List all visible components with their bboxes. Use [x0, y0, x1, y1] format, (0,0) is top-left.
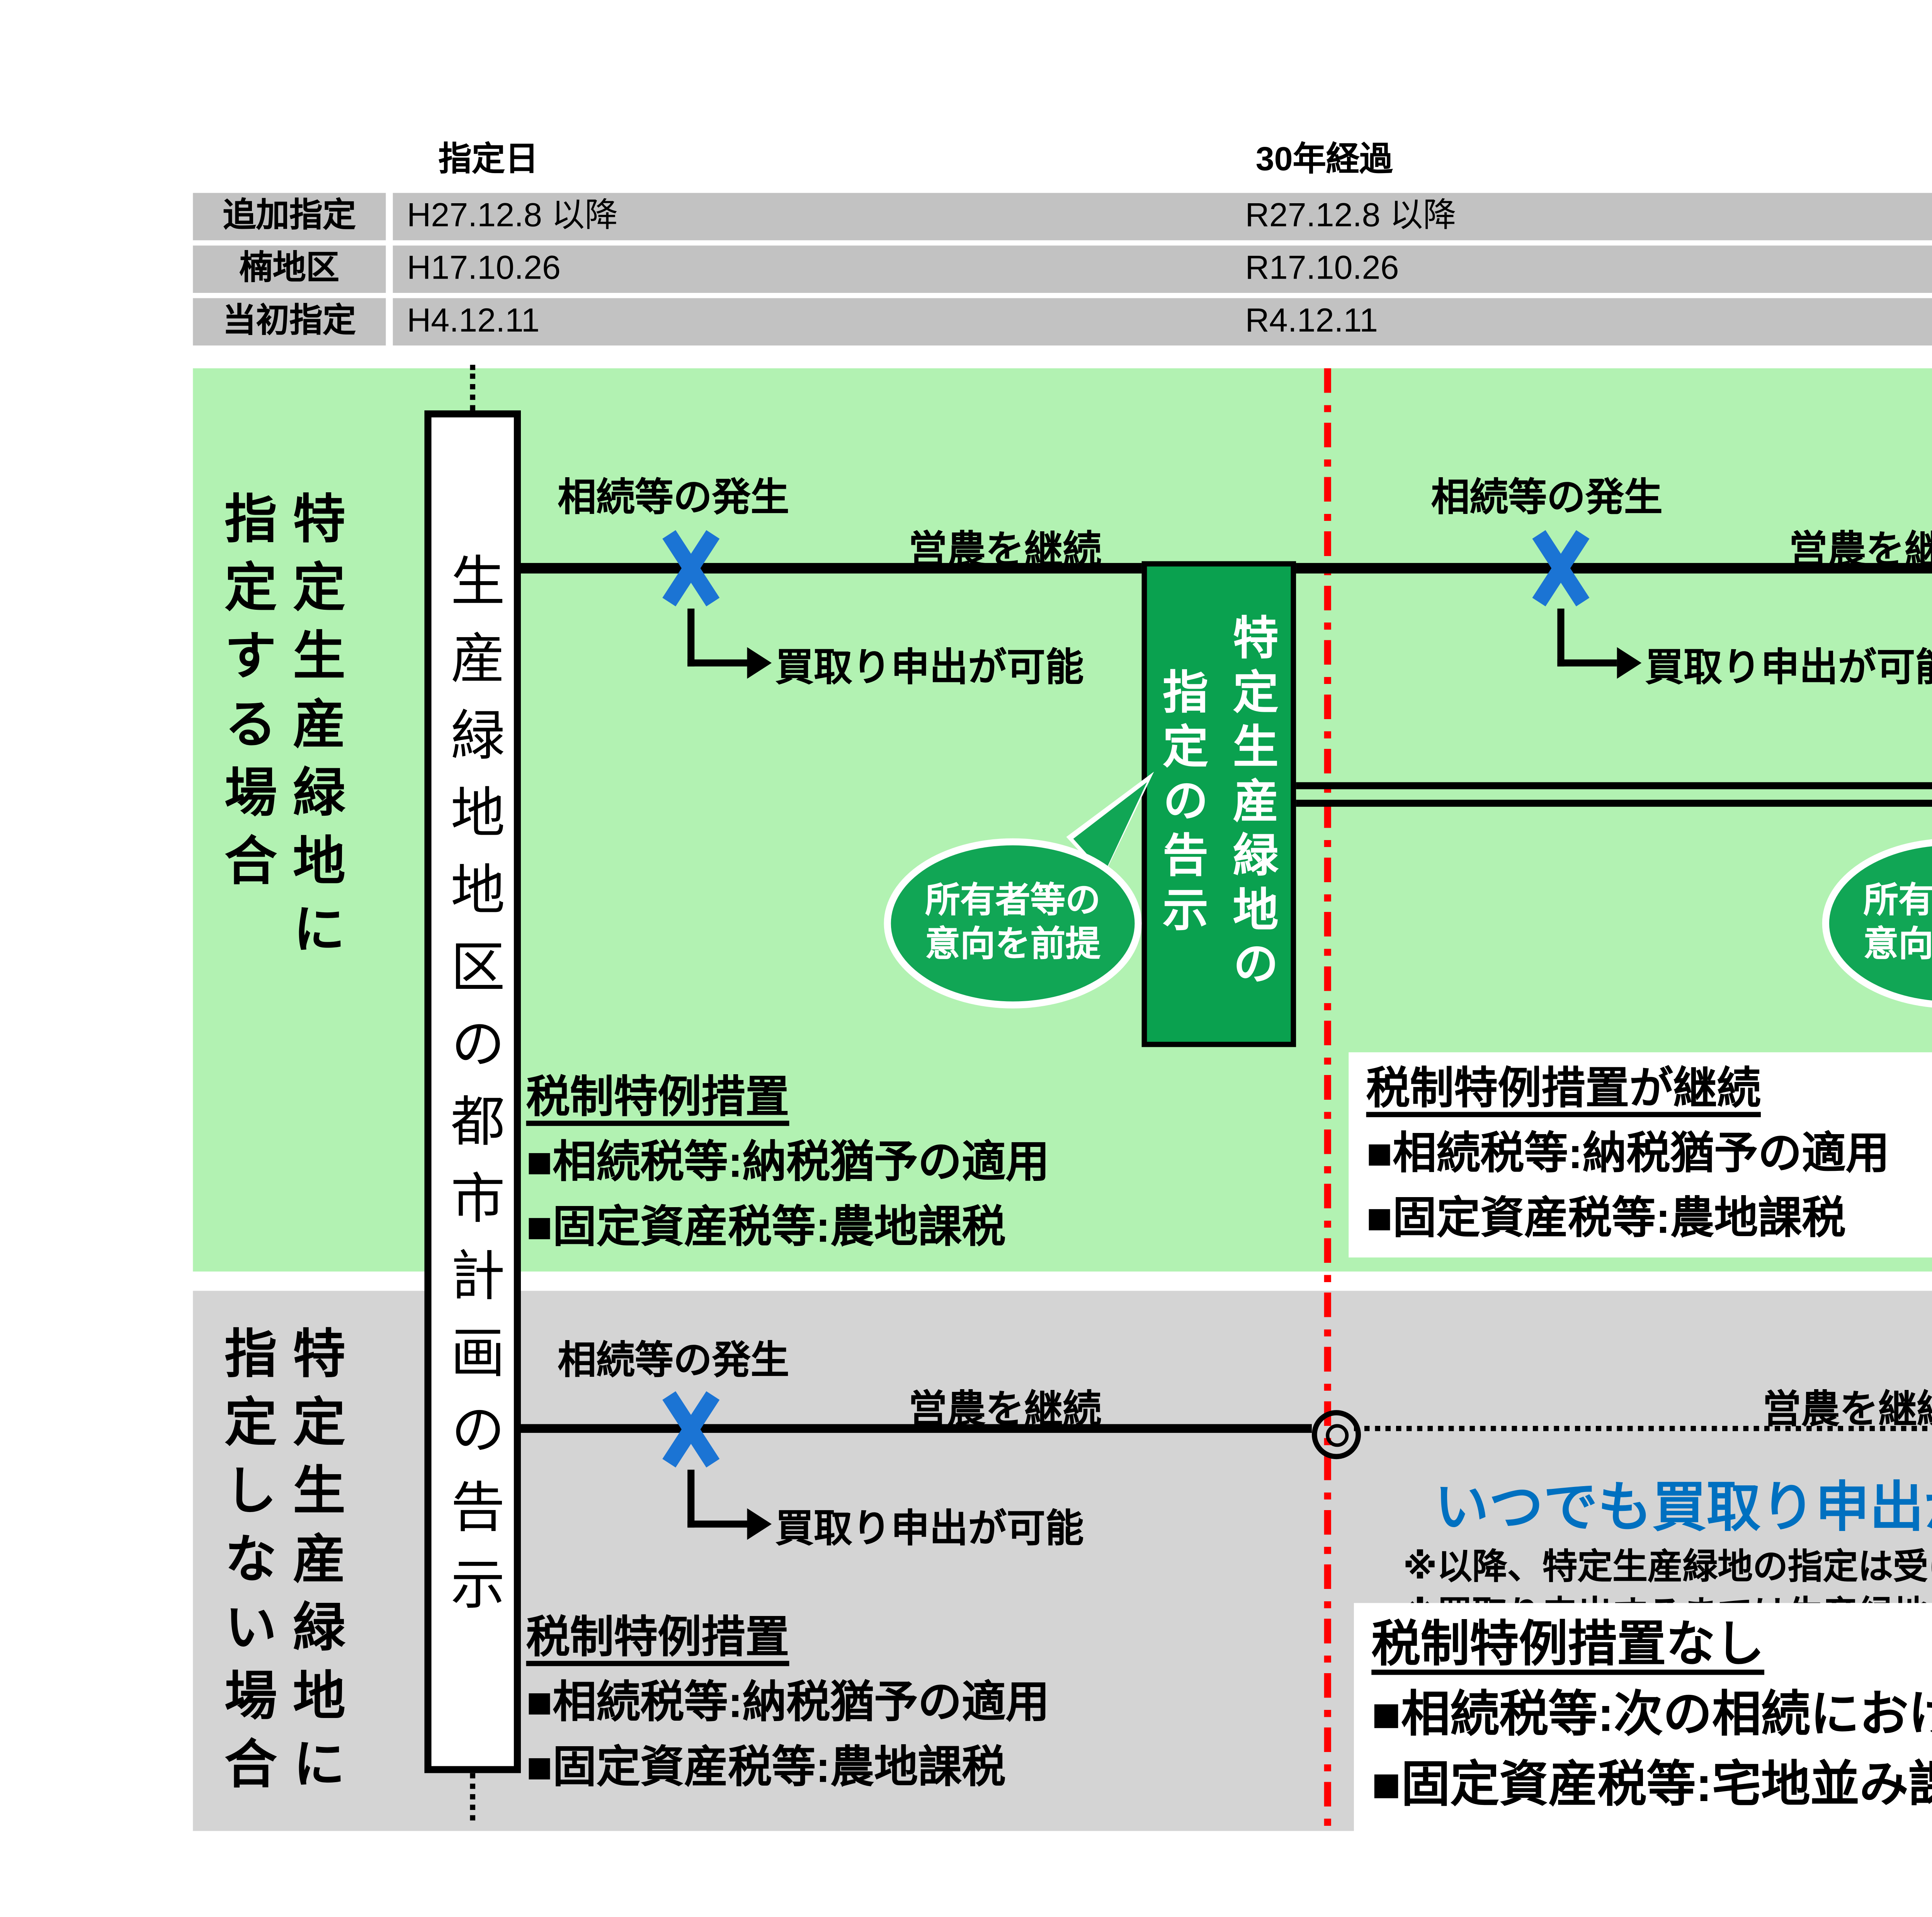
- table-row-kusu: 楠地区 H17.10.26 R17.10.26 R27.10.26: [193, 245, 1932, 293]
- tax-title: 税制特例措置が継続: [1366, 1064, 1761, 1114]
- tax-block-top-right: 税制特例措置が継続 ■相続税等:納税猶予の適用 ■固定資産税等:農地課税: [1349, 1052, 1932, 1258]
- table-row-additional: 追加指定 H27.12.8 以降 R27.12.8 以降 R37.12.8 以降: [193, 193, 1932, 240]
- red-guideline-30y: [1324, 368, 1331, 1831]
- inheritance-label: 相続等の発生: [558, 475, 789, 519]
- elbow-arrow-horizontal: [1557, 659, 1617, 667]
- date-cell: R27.12.8 以降: [1245, 198, 1456, 235]
- tax-title: 税制特例措置: [526, 1073, 789, 1123]
- date-cell: H17.10.26: [406, 251, 561, 288]
- dotted-extension-top: [470, 365, 475, 411]
- row-label: 当初指定: [193, 298, 386, 346]
- inheritance-x-icon: [662, 528, 720, 609]
- bubble-line1: 所有者等の: [1863, 881, 1932, 920]
- dotted-extension-bottom: [470, 1773, 475, 1821]
- date-cell: R4.12.11: [1245, 303, 1378, 340]
- row-label: 追加指定: [193, 193, 386, 240]
- date-cell: H4.12.11: [406, 303, 540, 340]
- scenario-label-not-designate: 特定生産緑地に指定しない場合: [216, 1326, 342, 1805]
- elbow-arrowhead-icon: [747, 647, 772, 679]
- extension-double-line-lower: [1296, 799, 1932, 807]
- header-30-years: 30年経過: [1255, 142, 1393, 179]
- tax-item: ■固定資産税等:農地課税: [1366, 1194, 1846, 1243]
- double-circle-icon: [1311, 1410, 1361, 1459]
- elbow-arrowhead-icon: [747, 1508, 772, 1540]
- header-designation-date: 指定日: [438, 142, 539, 179]
- elbow-arrow-vertical: [687, 608, 695, 667]
- row-label: 楠地区: [193, 245, 386, 293]
- tax-item: ■相続税等:納税猶予の適用: [526, 1678, 1050, 1728]
- buyout-offer-label: 買取り申出が可能: [1645, 645, 1932, 689]
- elbow-arrow-horizontal: [687, 659, 747, 667]
- tax-title: 税制特例措置: [526, 1613, 789, 1663]
- tax-item: ■固定資産税等:農地課税: [526, 1743, 1006, 1793]
- bottom-dotted-line: [1354, 1425, 1932, 1431]
- tax-item: ■相続税等:次の相続における納税猶予の適用なし: [1371, 1687, 1932, 1742]
- tax-title: 税制特例措置なし: [1371, 1617, 1765, 1672]
- bubble-line2: 意向を前提: [1863, 925, 1932, 964]
- row-band: H27.12.8 以降 R27.12.8 以降 R37.12.8 以降: [393, 193, 1932, 240]
- continue-farming-label: 営農を継続: [908, 1387, 1102, 1431]
- inheritance-x-icon: [1532, 528, 1590, 609]
- city-plan-notice-text: 生産緑地地区の都市計画の告示: [442, 551, 503, 1632]
- row-band: H17.10.26 R17.10.26 R27.10.26: [393, 245, 1932, 293]
- tax-item: ■固定資産税等:農地課税: [526, 1203, 1006, 1252]
- designation-notice-box: 指定の告示 特定生産緑地の: [1141, 561, 1296, 1047]
- inheritance-x-icon: [662, 1389, 720, 1470]
- elbow-arrow-vertical: [687, 1470, 695, 1528]
- tax-block-bottom-left: 税制特例措置 ■相続税等:納税猶予の適用 ■固定資産税等:農地課税: [526, 1606, 1050, 1801]
- scenario-label-designate: 特定生産緑地に指定する場合: [216, 491, 342, 970]
- elbow-arrow-vertical: [1557, 608, 1565, 667]
- row-band: H4.12.11 R4.12.11 R14.12.11: [393, 298, 1932, 346]
- buyout-anytime-label: いつでも買取り申出が可能: [1434, 1476, 1932, 1538]
- inheritance-label: 相続等の発生: [1431, 475, 1663, 519]
- buyout-offer-label: 買取り申出が可能: [775, 645, 1084, 689]
- bubble-line2: 意向を前提: [925, 925, 1101, 964]
- table-row-initial: 当初指定 H4.12.11 R4.12.11 R14.12.11: [193, 298, 1932, 346]
- buyout-offer-label: 買取り申出が可能: [775, 1506, 1084, 1551]
- note-no-redesignation: ※以降、特定生産緑地の指定は受けられない: [1403, 1548, 1932, 1587]
- tax-item: ■相続税等:納税猶予の適用: [526, 1138, 1050, 1187]
- extension-double-line-upper: [1296, 782, 1932, 789]
- inheritance-label: 相続等の発生: [558, 1338, 789, 1382]
- elbow-arrow-horizontal: [687, 1521, 747, 1528]
- tax-item: ■相続税等:納税猶予の適用: [1366, 1129, 1890, 1179]
- bubble-line1: 所有者等の: [925, 881, 1101, 920]
- date-cell: R17.10.26: [1245, 251, 1399, 288]
- tax-block-top-left: 税制特例措置 ■相続税等:納税猶予の適用 ■固定資産税等:農地課税: [526, 1067, 1050, 1261]
- tax-block-bottom-right: 税制特例措置なし ■相続税等:次の相続における納税猶予の適用なし ■固定資産税等…: [1354, 1603, 1932, 1833]
- designation-notice-left-col: 指定の告示: [1156, 668, 1209, 940]
- elbow-arrowhead-icon: [1617, 647, 1642, 679]
- tax-item: ■固定資産税等:宅地並み課税: [1371, 1757, 1932, 1812]
- continue-farming-label: 営農を継続: [1762, 1387, 1932, 1431]
- date-cell: H27.12.8 以降: [406, 198, 618, 235]
- bottom-timeline-line: [520, 1424, 1312, 1433]
- city-plan-notice-box: 生産緑地地区の都市計画の告示: [424, 410, 521, 1773]
- designation-notice-right-col: 特定生産緑地の: [1226, 614, 1279, 995]
- owner-intent-bubble: 所有者等の 意向を前提: [884, 838, 1142, 1009]
